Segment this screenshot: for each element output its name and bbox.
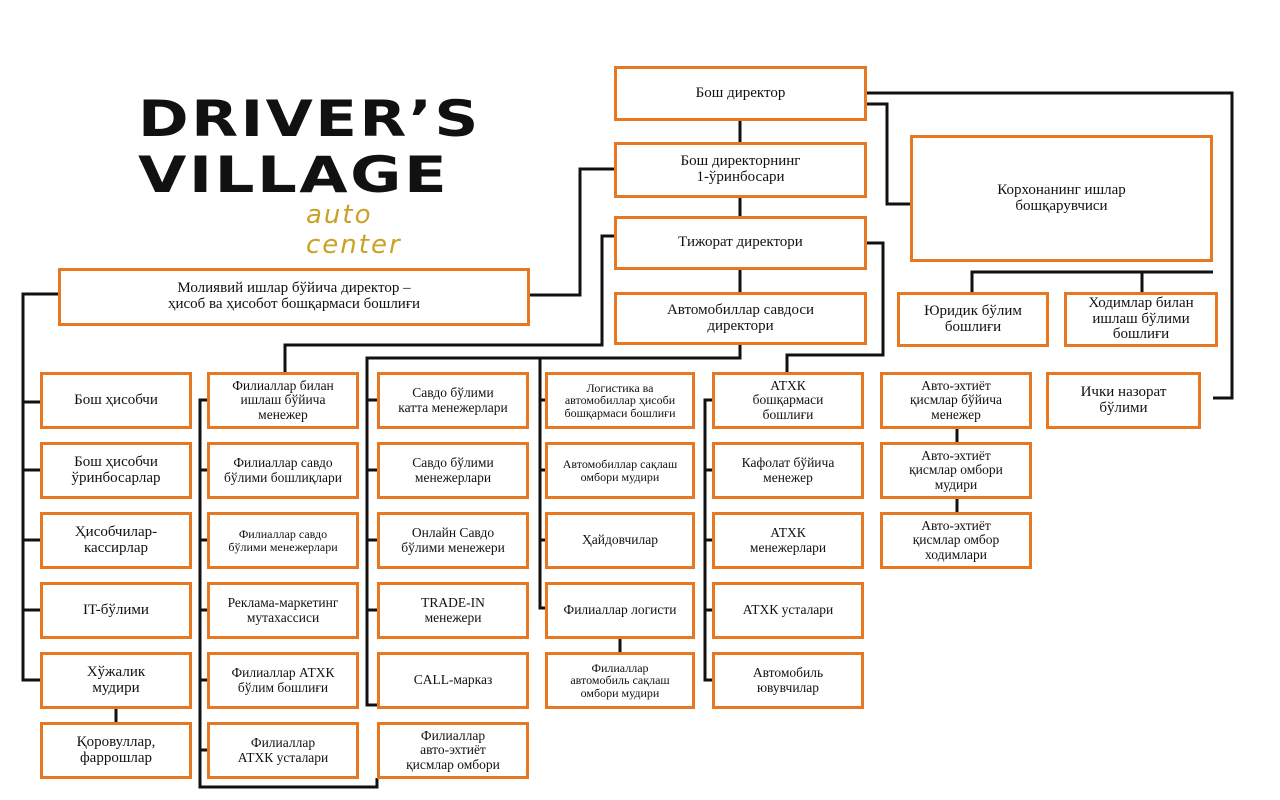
col2-item: Филиаллар савдо бўлими менежерлари [207,512,359,569]
col4-item: Филиаллар логисти [545,582,695,639]
affairs-manager-box: Корхонанинг ишлар бошқарувчиси [910,135,1213,262]
col2-item: Филиаллар АТХК усталари [207,722,359,779]
col3-item: Савдо бўлими менежерлари [377,442,529,499]
ceo-box: Бош директор [614,66,867,121]
col2-item: Филиаллар АТХК бўлим бошлиғи [207,652,359,709]
col5-item: Кафолат бўйича менежер [712,442,864,499]
logo-subtitle: auto center [306,200,402,260]
col6-item: Авто-эхтиёт қисмлар омбори мудири [880,442,1032,499]
col4-item: Ҳайдовчилар [545,512,695,569]
col1-item: Қоровуллар, фаррошлар [40,722,192,779]
col5-item: АТХК усталари [712,582,864,639]
internal-control-box: Ички назорат бўлими [1046,372,1201,429]
col1-item: Бош ҳисобчи ўринбосарлар [40,442,192,499]
logo-text-line1: DRIVER’S [138,90,481,148]
deputy-box: Бош директорнинг 1-ўринбосари [614,142,867,198]
col4-item: Логистика ва автомобиллар ҳисоби бошқарм… [545,372,695,429]
col5-item: Автомобиль ювувчилар [712,652,864,709]
col1-item: Ҳисобчилар- кассирлар [40,512,192,569]
col6-item: Авто-эхтиёт қисмлар бўйича менежер [880,372,1032,429]
commercial-director-box: Тижорат директори [614,216,867,270]
hr-head-box: Ходимлар билан ишлаш бўлими бошлиғи [1064,292,1218,347]
col5-item: АТХК менежерлари [712,512,864,569]
col1-item: Хўжалик мудири [40,652,192,709]
col5-item: АТХК бошқармаси бошлиғи [712,372,864,429]
car-sales-director-box: Автомобиллар савдоси директори [614,292,867,345]
logo-text-line2: VILLAGE [138,146,450,204]
col4-item: Автомобиллар сақлаш омбори мудири [545,442,695,499]
col2-item: Филиаллар билан ишлаш бўйича менежер [207,372,359,429]
legal-head-box: Юридик бўлим бошлиғи [897,292,1049,347]
logo: DRIVER’S VILLAGE auto center [138,88,481,260]
col6-item: Авто-эхтиёт қисмлар омбор ходимлари [880,512,1032,569]
col1-item: Бош ҳисобчи [40,372,192,429]
col3-item: Савдо бўлими катта менежерлари [377,372,529,429]
col3-item: Онлайн Савдо бўлими менежери [377,512,529,569]
finance-director-box: Молиявий ишлар бўйича директор – ҳисоб в… [58,268,530,326]
col1-item: IT-бўлими [40,582,192,639]
col3-item: CALL-марказ [377,652,529,709]
col2-item: Филиаллар савдо бўлими бошлиқлари [207,442,359,499]
col2-item: Реклама-маркетинг мутахассиси [207,582,359,639]
col3-item: Филиаллар авто-эхтиёт қисмлар омбори [377,722,529,779]
col3-item: TRADE-IN менежери [377,582,529,639]
col4-item: Филиаллар автомобиль сақлаш омбори мудир… [545,652,695,709]
